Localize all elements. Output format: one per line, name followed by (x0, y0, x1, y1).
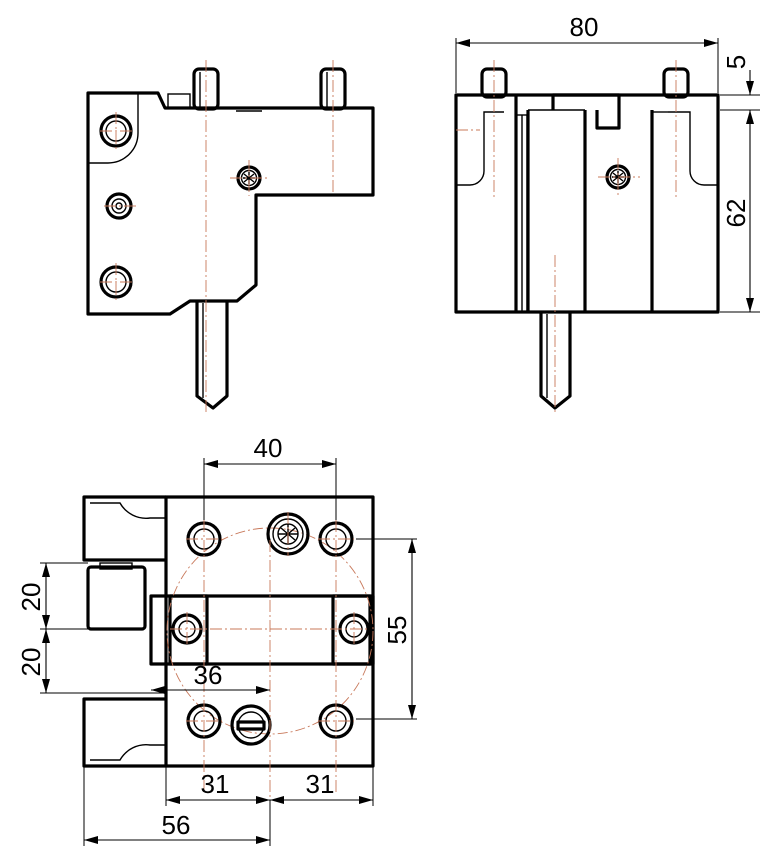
dim-left-31: 31 (201, 769, 230, 799)
dim-slot-20-bottom: 20 (16, 648, 46, 677)
front-view (86, 60, 375, 415)
dim-spacing-40: 40 (254, 433, 283, 463)
side-body-outline (454, 93, 720, 314)
dim-right-31: 31 (306, 769, 335, 799)
dim-offset-56: 56 (162, 810, 191, 840)
dim-width-80: 80 (570, 12, 599, 42)
dim-height-62: 62 (721, 199, 751, 228)
dim-spacing-55: 55 (382, 616, 412, 645)
front-shank (195, 301, 229, 410)
top-slotted-plug (230, 704, 272, 746)
top-view: 40 55 20 20 36 31 31 (16, 433, 417, 846)
front-body-outline (86, 91, 375, 316)
top-side-block (86, 565, 147, 631)
dim-offset-5: 5 (721, 55, 751, 69)
pitch-circle (166, 527, 374, 735)
side-view: 80 5 62 (454, 12, 760, 415)
dim-offset-36: 36 (194, 660, 223, 690)
dim-slot-20-top: 20 (16, 583, 46, 612)
top-slot (149, 594, 375, 666)
side-shank (539, 312, 572, 410)
